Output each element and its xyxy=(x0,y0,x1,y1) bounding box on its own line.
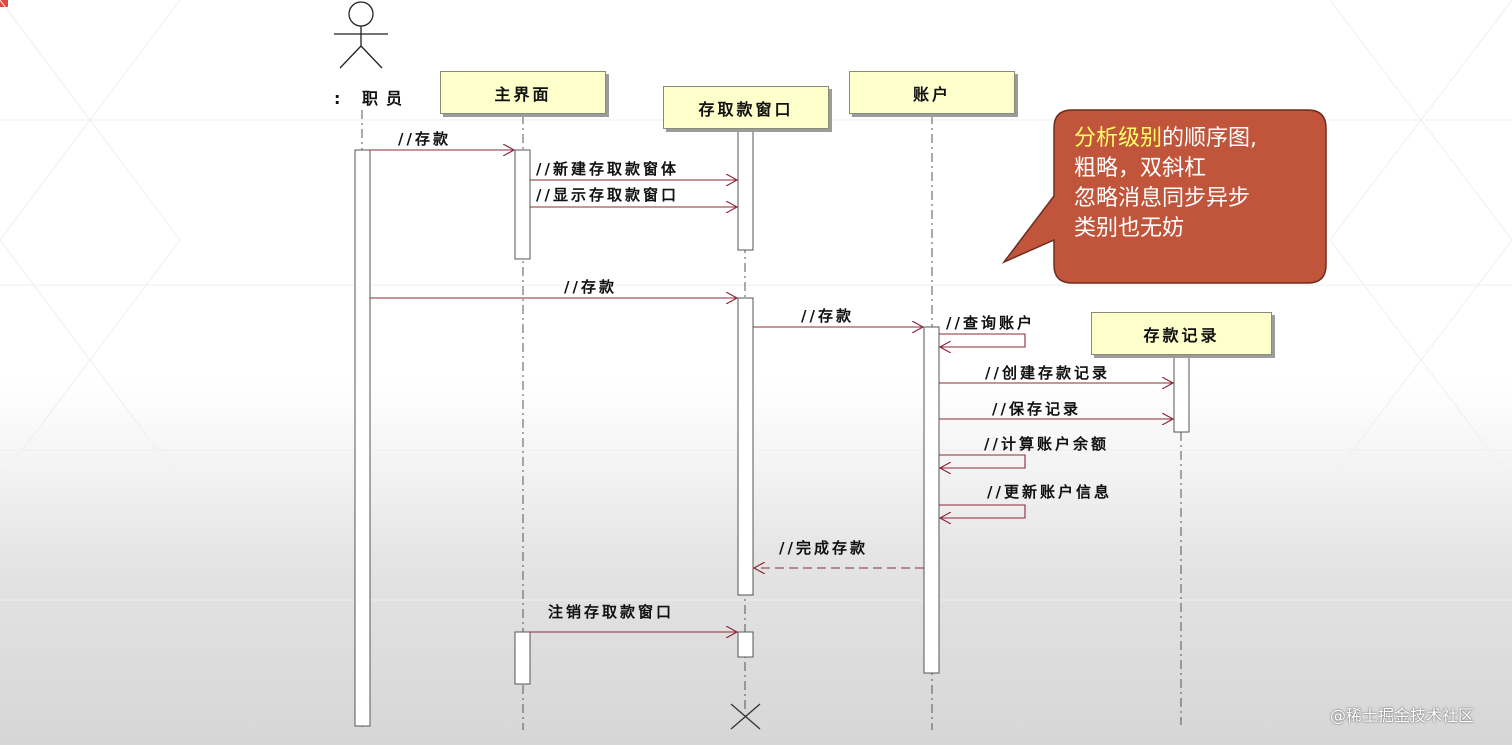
object-account: 账户 xyxy=(849,71,1015,114)
message-label-12: 注销存取款窗口 xyxy=(548,603,675,621)
message-label-11: //完成存款 xyxy=(779,539,868,557)
message-label-7: //创建存款记录 xyxy=(985,364,1110,382)
note-line-1: 分析级别的顺序图, xyxy=(1074,124,1257,154)
activation-main-ui-2 xyxy=(514,631,531,685)
activation-window-1 xyxy=(737,129,754,251)
activation-record xyxy=(1173,355,1190,433)
message-label-5: //存款 xyxy=(801,307,854,325)
activation-window-3 xyxy=(737,631,754,658)
message-label-1: //存款 xyxy=(398,130,451,148)
activation-main-ui-1 xyxy=(514,149,531,260)
note-line-3: 忽略消息同步异步 xyxy=(1074,186,1251,211)
object-record: 存款记录 xyxy=(1091,312,1272,355)
message-label-4: //存款 xyxy=(564,278,617,296)
activation-account xyxy=(923,326,940,674)
message-arrow-9 xyxy=(939,454,1026,468)
object-window: 存取款窗口 xyxy=(663,86,829,129)
note-callout xyxy=(1001,109,1327,284)
message-label-10: //更新账户信息 xyxy=(987,483,1112,501)
message-label-3: //显示存取款窗口 xyxy=(536,186,679,204)
note-highlight: 分析级别 xyxy=(1074,126,1163,151)
message-label-6: //查询账户 xyxy=(946,314,1035,332)
message-arrow-10 xyxy=(939,504,1026,518)
destroy-marker xyxy=(730,703,761,730)
activation-window-2 xyxy=(737,297,754,596)
message-arrow-6 xyxy=(939,333,1026,347)
message-label-8: //保存记录 xyxy=(992,400,1081,418)
note-line-4: 类别也无妨 xyxy=(1074,216,1185,241)
message-label-2: //新建存取款窗体 xyxy=(536,160,679,178)
object-main-ui: 主界面 xyxy=(440,71,606,114)
note-text: 分析级别的顺序图, 粗略，双斜杠 忽略消息同步异步 类别也无妨 xyxy=(1074,124,1257,244)
watermark: @稀土掘金技术社区 xyxy=(1330,706,1475,725)
actor-stick-figure xyxy=(334,1,388,69)
message-label-9: //计算账户余额 xyxy=(984,435,1109,453)
actor-label: : 职员 xyxy=(334,89,410,108)
note-line-1-rest: 的顺序图, xyxy=(1162,126,1258,151)
corner-mark xyxy=(0,0,8,7)
note-line-2: 粗略，双斜杠 xyxy=(1074,156,1207,181)
activation-actor xyxy=(354,149,371,727)
